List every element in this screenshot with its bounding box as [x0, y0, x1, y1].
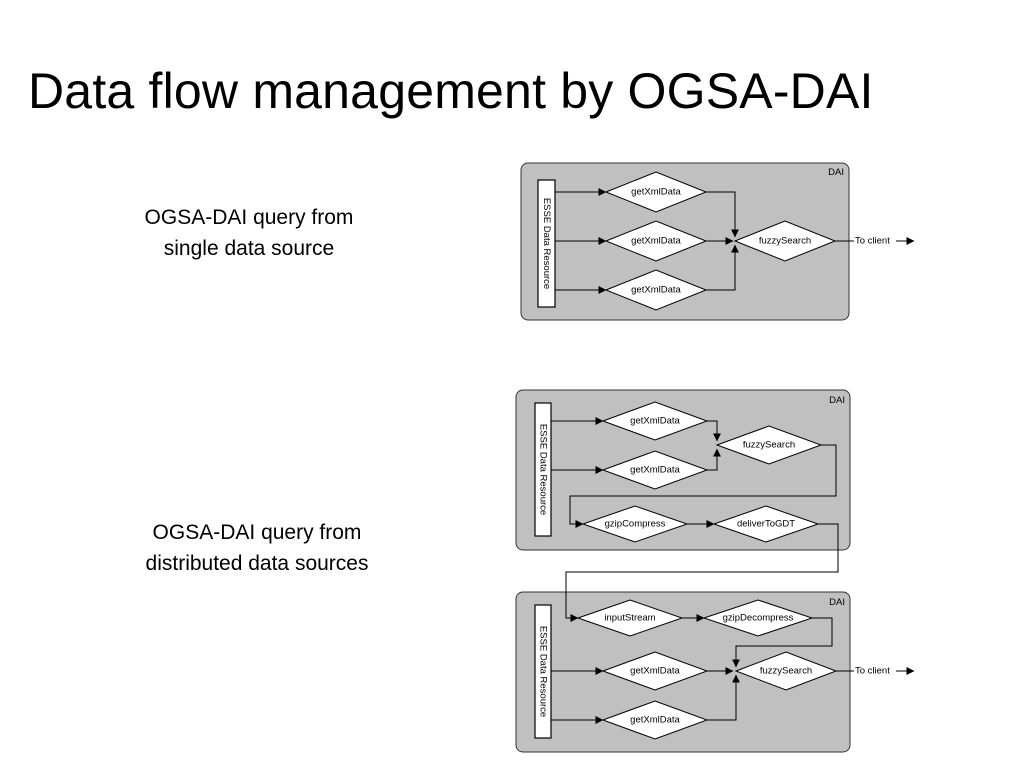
- merge-label: fuzzySearch: [759, 236, 811, 247]
- activity-label: getXmlData: [631, 285, 681, 296]
- data-resource-label: ESSE Data Resource: [538, 424, 549, 515]
- stream-label: inputStream: [604, 613, 655, 624]
- flow-arrow: [569, 444, 837, 528]
- data-resource-label: ESSE Data Resource: [541, 198, 552, 289]
- caption-line: distributed data sources: [145, 552, 369, 575]
- page-title: Data flow management by OGSA-DAI: [28, 63, 874, 119]
- activity-label: getXmlData: [630, 715, 680, 726]
- dai-label: DAI: [829, 395, 845, 406]
- single-source-diagram: DAI ESSE Data Resource getXmlData getXml…: [520, 162, 915, 321]
- caption-line: OGSA-DAI query from: [152, 521, 362, 544]
- data-resource-box: [537, 179, 556, 308]
- dai-label: DAI: [829, 597, 845, 608]
- distributed-bottom-diagram: DAI ESSE Data Resource inputStream gzipD…: [515, 591, 915, 753]
- activity-label: getXmlData: [631, 187, 681, 198]
- activity-label: getXmlData: [630, 666, 680, 677]
- dai-label: DAI: [828, 167, 844, 178]
- to-client-label: To client: [855, 666, 890, 677]
- flow-arrow: [707, 448, 721, 471]
- to-client-label: To client: [855, 236, 890, 247]
- flow-arrow: [707, 674, 740, 721]
- activity-label: getXmlData: [630, 465, 680, 476]
- activity-label: getXmlData: [630, 416, 680, 427]
- gdt-transfer-connector: [565, 523, 839, 622]
- caption-line: single data source: [163, 237, 335, 260]
- activity-label: getXmlData: [631, 236, 681, 247]
- deliver-label: deliverToGDT: [737, 519, 795, 530]
- distributed-top-diagram: DAI ESSE Data Resource getXmlData getXml…: [515, 389, 851, 551]
- caption-single-source: OGSA-DAI query from single data source: [84, 202, 414, 264]
- flow-arrow: [732, 617, 833, 668]
- caption-line: OGSA-DAI query from: [144, 206, 354, 229]
- compress-label: gzipCompress: [605, 519, 666, 530]
- data-resource-label: ESSE Data Resource: [538, 626, 549, 717]
- flow-arrow: [706, 244, 739, 291]
- flow-arrow: [706, 191, 739, 238]
- merge-label: fuzzySearch: [743, 440, 795, 451]
- flow-arrow: [707, 420, 721, 442]
- decompress-label: gzipDecompress: [723, 613, 794, 624]
- merge-label: fuzzySearch: [760, 666, 812, 677]
- caption-distributed-sources: OGSA-DAI query from distributed data sou…: [92, 517, 422, 579]
